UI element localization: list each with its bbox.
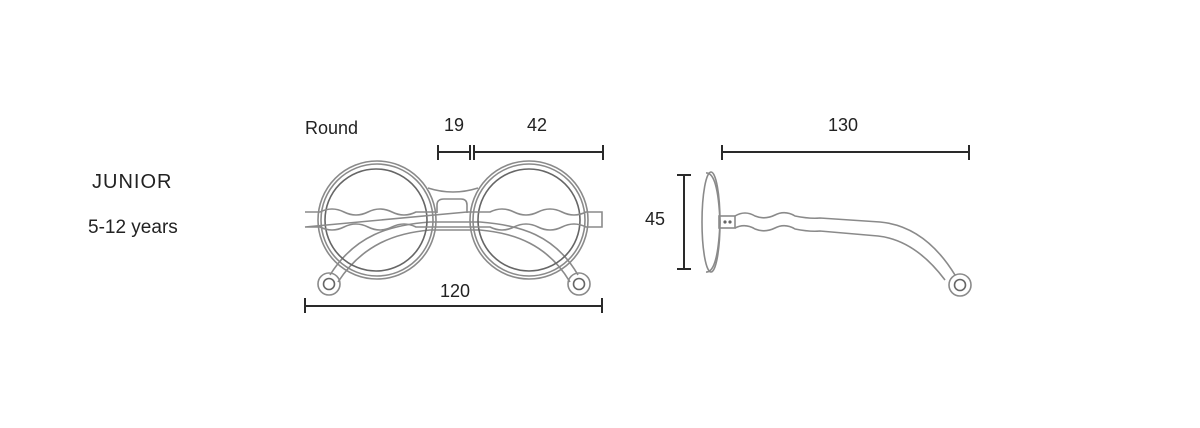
- temple-length-dimension-line: [721, 145, 970, 160]
- total-width-label: 120: [440, 281, 471, 301]
- nose-bridge: [436, 198, 468, 213]
- lens-side: [701, 171, 721, 273]
- bridge: [427, 187, 479, 193]
- model-name: Round: [305, 118, 359, 138]
- temple-front: [304, 208, 603, 231]
- lens-height-label: 45: [645, 209, 666, 229]
- dimension-lines: [304, 145, 970, 313]
- age-range: 5-12 years: [88, 217, 178, 238]
- left-lens: [324, 168, 428, 272]
- hinge: [718, 215, 736, 229]
- front-view: [304, 160, 603, 296]
- temple-back: [329, 221, 579, 276]
- right-lens-frame: [469, 160, 589, 280]
- lens-height-dimension-line: [677, 174, 691, 270]
- right-lens: [477, 168, 581, 272]
- bridge-dimension-line: [437, 145, 471, 160]
- left-lens-frame: [317, 160, 437, 280]
- temple-side: [734, 211, 956, 276]
- temple-length-label: 130: [828, 115, 859, 135]
- side-view: [701, 171, 972, 297]
- total-width-dimension-line: [304, 298, 603, 313]
- bridge-dimension-label: 19: [444, 115, 465, 135]
- lens-width-dimension-line: [473, 145, 604, 160]
- lens-width-label: 42: [527, 115, 548, 135]
- size-name: JUNIOR: [92, 171, 173, 193]
